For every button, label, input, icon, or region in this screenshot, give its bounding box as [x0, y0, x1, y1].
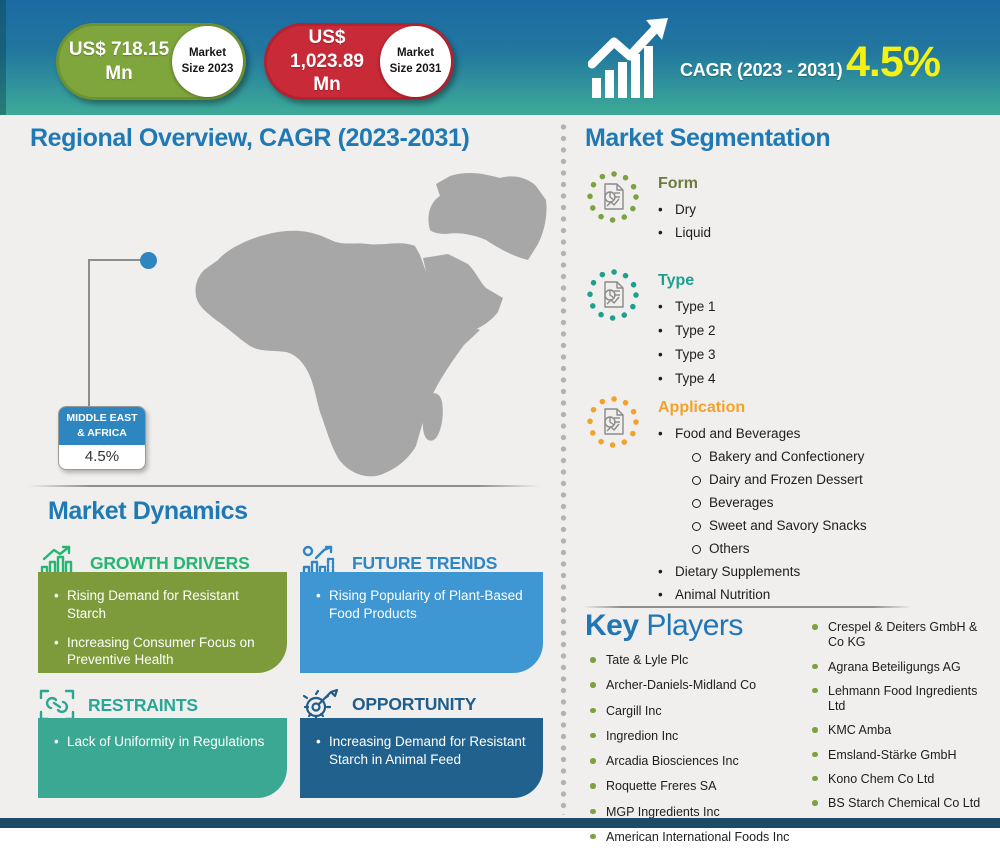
market-segmentation-title: Market Segmentation: [585, 124, 831, 152]
application-item: Animal Nutrition: [658, 587, 867, 602]
form-item: Liquid: [658, 225, 711, 240]
form-heading: Form: [658, 175, 698, 192]
market-size-2031-value: US$ 1,023.89 Mn: [290, 26, 364, 96]
future-trend-item: Rising Popularity of Plant-Based Food Pr…: [316, 587, 529, 623]
application-subitem: Dairy and Frozen Dessert: [692, 472, 867, 487]
key-players-title: Key Players: [585, 609, 743, 642]
growth-chart-icon: [588, 18, 668, 98]
key-player: Emsland-Stärke GmbH: [812, 748, 992, 763]
callout-connector-horizontal: [88, 259, 144, 261]
opportunity-item: Increasing Demand for Resistant Starch i…: [316, 733, 529, 769]
key-player: Kono Chem Co Ltd: [812, 772, 992, 787]
regional-overview-title: Regional Overview, CAGR (2023-2031): [30, 124, 470, 152]
future-trends-label: FUTURE TRENDS: [352, 552, 498, 573]
application-heading: Application: [658, 399, 746, 416]
application-segment-icon: [587, 396, 639, 448]
form-segment: Form Dry Liquid: [658, 175, 711, 240]
right-section-divider: [582, 606, 912, 608]
key-player: Agrana Beteiligungs AG: [812, 660, 992, 675]
application-subitem: Sweet and Savory Snacks: [692, 518, 867, 533]
key-player: Ingredion Inc: [590, 729, 802, 744]
market-size-2031-label: Market Size 2031: [380, 26, 451, 97]
type-segment-icon: [587, 269, 639, 321]
key-player: Tate & Lyle Plc: [590, 653, 802, 668]
key-player: MGP Ingredients Inc: [590, 805, 802, 820]
market-size-2023-label: Market Size 2023: [172, 26, 243, 97]
restraints-label: RESTRAINTS: [88, 694, 198, 715]
restraints-box: Lack of Uniformity in Regulations: [38, 718, 287, 798]
key-player: Arcadia Biosciences Inc: [590, 754, 802, 769]
restraint-item: Lack of Uniformity in Regulations: [54, 733, 273, 751]
left-section-divider: [28, 485, 540, 487]
growth-drivers-label: GROWTH DRIVERS: [90, 552, 250, 573]
market-size-2023-value: US$ 718.15 Mn: [68, 38, 170, 84]
opportunity-label: OPPORTUNITY: [352, 693, 477, 714]
middle-east-africa-map: [195, 172, 547, 477]
type-heading: Type: [658, 272, 695, 289]
key-player: Cargill Inc: [590, 704, 802, 719]
restraints-header: RESTRAINTS: [38, 687, 198, 723]
type-item: Type 1: [658, 299, 716, 314]
market-dynamics-title: Market Dynamics: [48, 497, 248, 525]
key-player: American International Foods Inc: [590, 830, 802, 845]
type-item: Type 3: [658, 347, 716, 362]
application-subitem: Others: [692, 541, 867, 556]
cagr-period-label: CAGR (2023 - 2031): [680, 60, 843, 80]
region-callout: MIDDLE EAST & AFRICA 4.5%: [58, 406, 146, 471]
type-item: Type 2: [658, 323, 716, 338]
key-player: Crespel & Deiters GmbH & Co KG: [812, 620, 992, 651]
key-player: BS Starch Chemical Co Ltd: [812, 796, 992, 811]
region-callout-name: MIDDLE EAST & AFRICA: [59, 407, 145, 446]
growth-driver-item: Increasing Consumer Focus on Preventive …: [54, 634, 273, 670]
region-callout-value: 4.5%: [84, 448, 120, 466]
key-player: Lehmann Food Ingredients Ltd: [812, 684, 992, 715]
market-size-2023-badge: US$ 718.15 Mn Market Size 2023: [56, 23, 246, 100]
opportunity-box: Increasing Demand for Resistant Starch i…: [300, 718, 543, 798]
cagr-value: 4.5%: [846, 38, 941, 86]
key-player: Roquette Freres SA: [590, 779, 802, 794]
form-item: Dry: [658, 202, 711, 217]
application-subitem: Bakery and Confectionery: [692, 449, 867, 464]
key-players-column-1: Tate & Lyle Plc Archer-Daniels-Midland C…: [590, 653, 802, 845]
body: Regional Overview, CAGR (2023-2031) MIDD…: [0, 115, 1000, 844]
region-marker-dot: [140, 252, 157, 269]
growth-drivers-box: Rising Demand for Resistant Starch Incre…: [38, 572, 287, 673]
growth-driver-item: Rising Demand for Resistant Starch: [54, 587, 273, 623]
bottom-accent-bar: [0, 818, 1000, 828]
future-trends-box: Rising Popularity of Plant-Based Food Pr…: [300, 572, 543, 673]
type-item: Type 4: [658, 371, 716, 386]
header-banner: US$ 718.15 Mn Market Size 2023 US$ 1,023…: [0, 0, 1000, 115]
application-subitem: Beverages: [692, 495, 867, 510]
key-player: Archer-Daniels-Midland Co: [590, 678, 802, 693]
callout-connector-vertical: [88, 260, 90, 407]
application-item: Food and Beverages Bakery and Confection…: [658, 426, 867, 556]
form-segment-icon: [587, 171, 639, 223]
key-players-column-2: Crespel & Deiters GmbH & Co KG Agrana Be…: [812, 620, 992, 811]
application-segment: Application Food and Beverages Bakery an…: [658, 399, 867, 602]
market-size-2031-badge: US$ 1,023.89 Mn Market Size 2031: [264, 23, 454, 100]
vertical-dotted-divider: [560, 123, 567, 815]
type-segment: Type Type 1 Type 2 Type 3 Type 4: [658, 272, 716, 386]
key-player: KMC Amba: [812, 723, 992, 738]
application-item: Dietary Supplements: [658, 564, 867, 579]
